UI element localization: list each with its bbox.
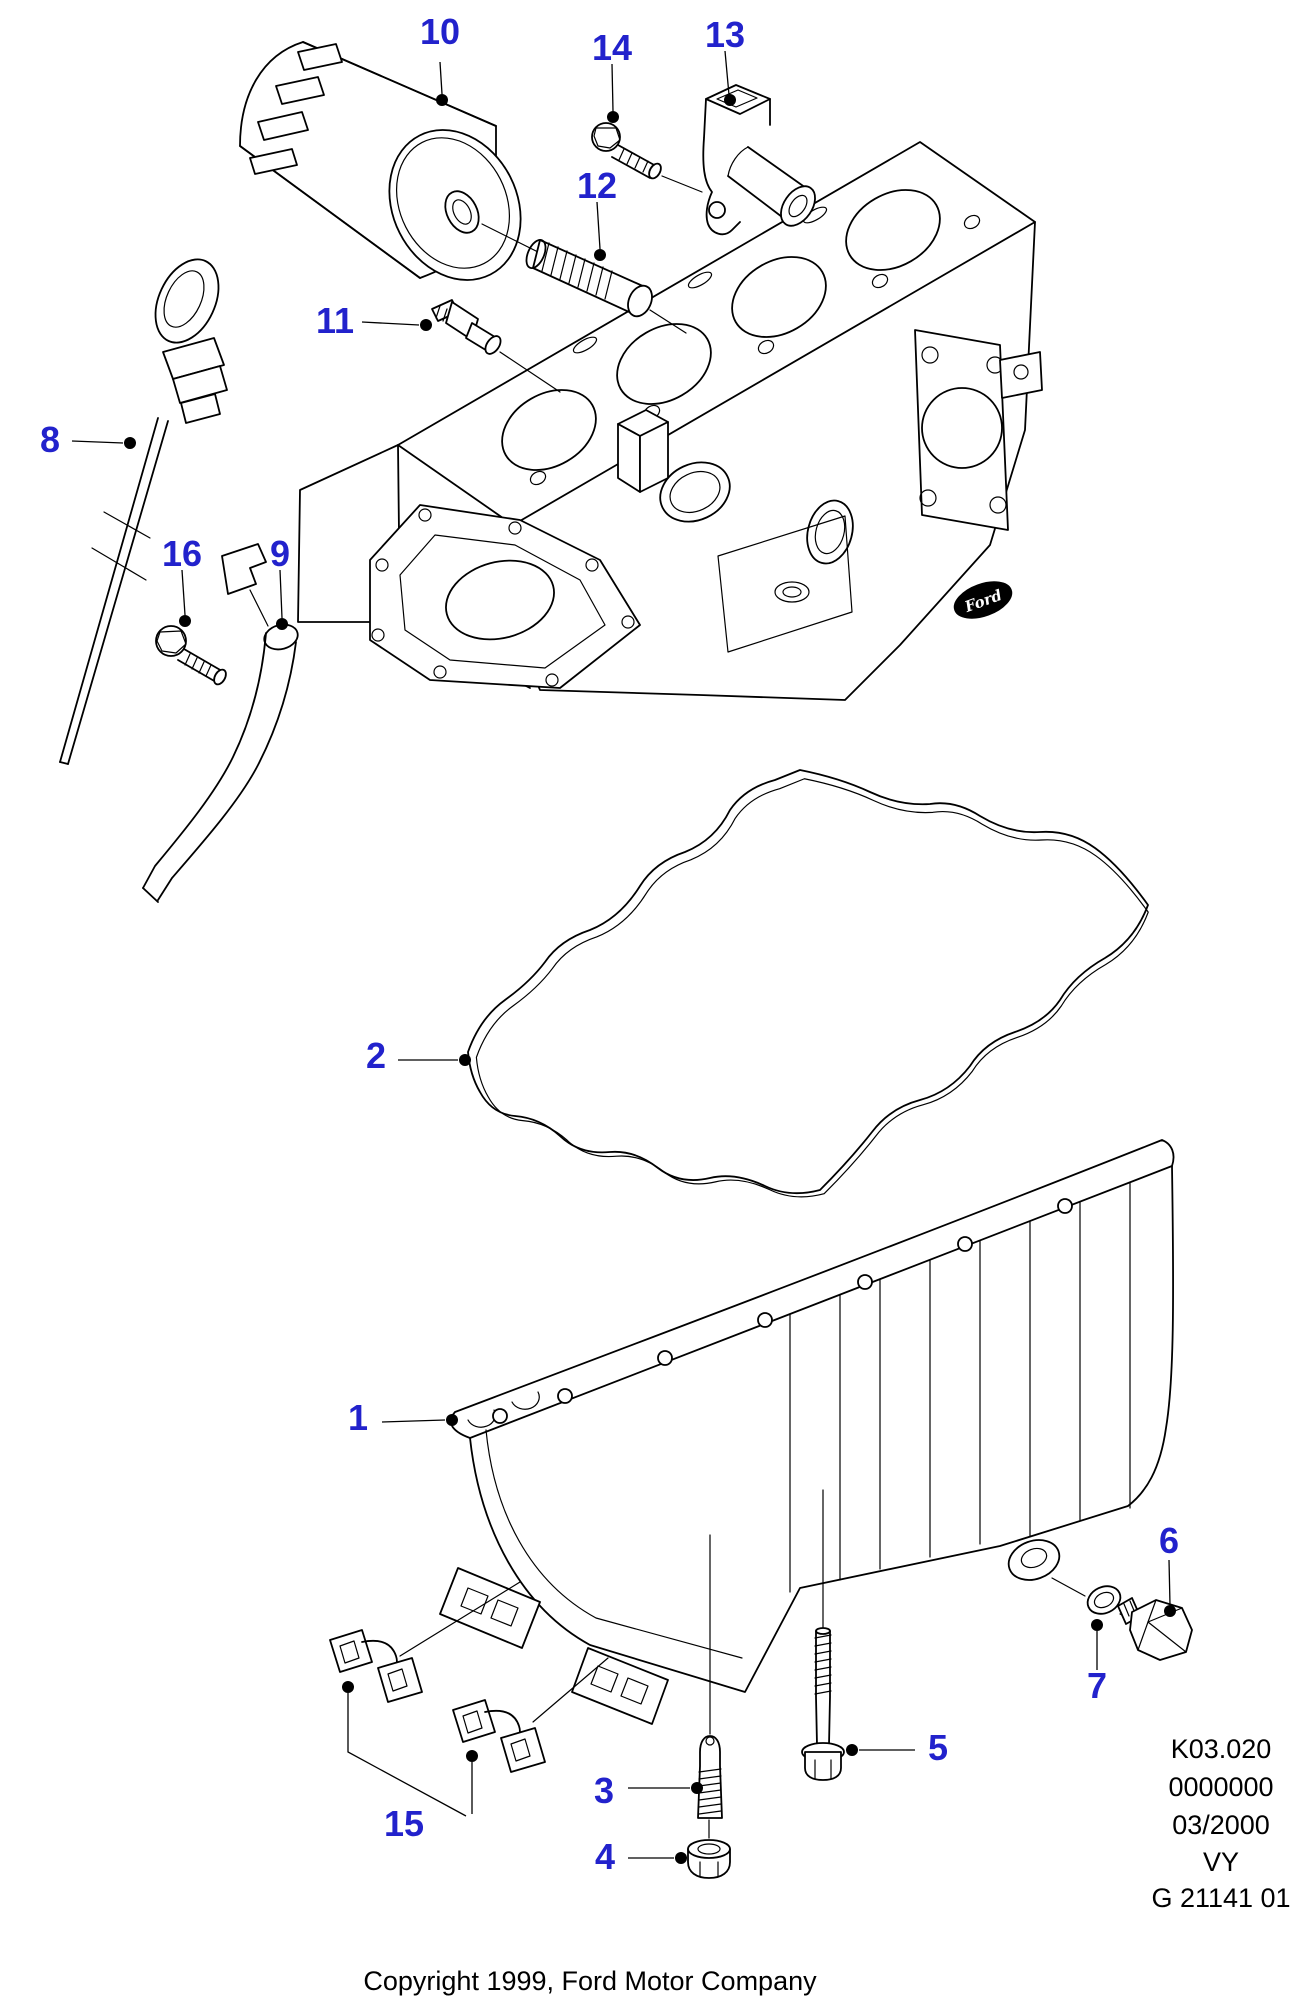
reference-line: 03/2000 xyxy=(1172,1810,1270,1840)
callout-label: 12 xyxy=(577,165,617,206)
callout-11: 11 xyxy=(316,300,432,341)
callout-label: 4 xyxy=(595,1836,615,1877)
oil-level-dipstick xyxy=(59,258,228,765)
tube-mounting-bolt xyxy=(155,625,227,686)
engine-block-drawing: Ford xyxy=(297,141,1043,701)
callout-3: 3 xyxy=(594,1770,703,1811)
callout-label: 7 xyxy=(1087,1665,1107,1706)
oil-filter-adapter xyxy=(525,239,687,334)
reference-line: VY xyxy=(1203,1847,1239,1877)
callout-label: 6 xyxy=(1159,1520,1179,1561)
callout-label: 9 xyxy=(270,533,290,574)
callout-15: 15 xyxy=(342,1681,478,1844)
oil-pan-bolt xyxy=(801,1489,845,1781)
reference-line: K03.020 xyxy=(1171,1734,1272,1764)
callout-2: 2 xyxy=(366,1035,471,1076)
callout-5: 5 xyxy=(846,1727,948,1768)
stud xyxy=(697,1534,723,1839)
reference-block: K03.020 0000000 03/2000 VY G 21141 01 xyxy=(1151,1734,1290,1913)
nut xyxy=(687,1839,731,1879)
callout-label: 14 xyxy=(592,27,632,68)
callout-label: 10 xyxy=(420,11,460,52)
callout-7: 7 xyxy=(1087,1619,1107,1706)
drain-plug-washer xyxy=(1086,1585,1122,1615)
callout-label: 5 xyxy=(928,1727,948,1768)
callout-label: 13 xyxy=(705,14,745,55)
reference-line: 0000000 xyxy=(1168,1772,1273,1802)
callout-12: 12 xyxy=(577,165,617,261)
callout-label: 16 xyxy=(162,533,202,574)
callout-label: 15 xyxy=(384,1803,424,1844)
callout-label: 2 xyxy=(366,1035,386,1076)
callout-label: 3 xyxy=(594,1770,614,1811)
copyright-text: Copyright 1999, Ford Motor Company xyxy=(363,1966,817,1996)
oil-pan-gasket xyxy=(467,769,1149,1198)
sensor-bolt xyxy=(591,122,703,193)
callout-label: 11 xyxy=(316,300,354,341)
callout-16: 16 xyxy=(162,533,202,627)
callout-label: 8 xyxy=(40,419,60,460)
oil-pressure-switch xyxy=(431,299,561,393)
callout-9: 9 xyxy=(270,533,290,630)
callout-14: 14 xyxy=(592,27,632,123)
callout-6: 6 xyxy=(1159,1520,1179,1617)
callout-10: 10 xyxy=(420,11,460,106)
retaining-clips xyxy=(329,1581,609,1773)
callout-13: 13 xyxy=(705,14,745,106)
callout-8: 8 xyxy=(40,419,136,460)
dipstick-tube xyxy=(142,543,299,903)
callout-1: 1 xyxy=(348,1397,458,1438)
oil-filter xyxy=(239,41,559,281)
callout-label: 1 xyxy=(348,1397,368,1438)
oil-drain-plug xyxy=(1051,1577,1193,1661)
reference-line: G 21141 01 xyxy=(1151,1883,1290,1913)
ford-logo: Ford xyxy=(953,581,1013,619)
oil-pan xyxy=(439,1139,1175,1725)
crankshaft-position-sensor xyxy=(702,84,816,236)
callout-4: 4 xyxy=(595,1836,687,1877)
